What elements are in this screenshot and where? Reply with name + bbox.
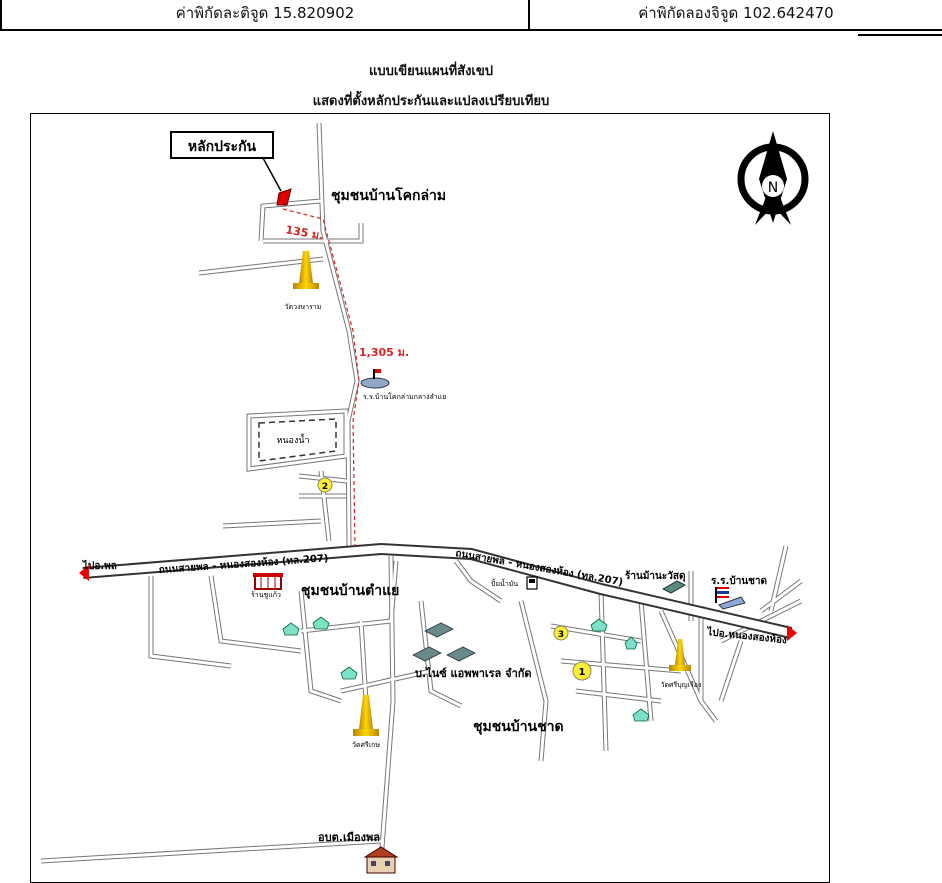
minor-roads-inner [40, 122, 802, 863]
government-building-icon [363, 846, 399, 874]
school-icon [360, 369, 390, 389]
highway-207 [82, 542, 793, 639]
svg-text:3: 3 [558, 630, 564, 640]
map-subtitle: แสดงที่ตั้งหลักประกันและแปลงเปรียบเทียบ [312, 94, 550, 109]
temple-sri-bunrueang-label: วัดศรีบุญเรือง [661, 681, 702, 689]
distance-route [282, 208, 360, 547]
collateral-label: หลักประกัน [188, 139, 257, 155]
community-chat-label: ชุมชนบ้านชาด [473, 719, 564, 735]
table-extension-line [858, 34, 942, 36]
map-frame: หลักประกัน N 135 ม. 1,305 ม. ชุมชนบ้านโค… [30, 113, 830, 883]
table-border-left [0, 0, 2, 31]
table-divider [528, 0, 530, 31]
gas-station-label: ปั้มน้ำมัน [491, 577, 518, 588]
shop-icon [253, 573, 283, 590]
marker-3: 3 [553, 625, 569, 641]
temple-sri-kasem-label: วัดศรีเกษ [352, 741, 380, 749]
collateral-pointer [262, 157, 282, 192]
marker-1: 1 [572, 661, 592, 681]
school-flag-icon [715, 587, 746, 610]
marker-2: 2 [317, 477, 333, 493]
collateral-parcel-icon [276, 188, 292, 206]
svg-text:1: 1 [579, 667, 586, 678]
sao-label: อบต.เมืองพล [318, 831, 380, 844]
north-letter: N [768, 180, 778, 196]
north-arrow-icon: N [737, 131, 809, 225]
longitude-cell: ค่าพิกัดลองจิจูด 102.642470 [638, 4, 834, 22]
arrow-left-icon [79, 565, 89, 581]
coordinate-table: ค่าพิกัดละติจูด 15.820902 ค่าพิกัดลองจิจ… [0, 0, 942, 31]
latitude-cell: ค่าพิกัดละติจูด 15.820902 [175, 4, 355, 22]
map-title: แบบเขียนแผนที่สังเขป [368, 64, 494, 79]
road-label-right: ถนนสายพล - หนองสองห้อง (ทล.207) [454, 547, 623, 588]
temple-icon [669, 639, 691, 671]
arrow-right-icon [787, 625, 797, 641]
factory-icon [412, 622, 476, 662]
company-label: บ.ไนซ์ แอพพาเรล จำกัด [415, 666, 532, 680]
distance-1305-label: 1,305 ม. [359, 346, 409, 359]
school-khok-lam-label: ร.ร.บ้านโคกล่ามกลางลำแย [363, 392, 446, 401]
temple-icon [293, 251, 319, 289]
pond-label: หนองน้ำ [276, 433, 309, 446]
collateral-label-box [170, 131, 274, 159]
school-chat-label: ร.ร.บ้านชาด [711, 575, 767, 587]
gas-pump-icon [526, 576, 538, 590]
temple-icon [353, 695, 379, 736]
house-icon [282, 616, 650, 722]
svg-text:2: 2 [322, 482, 328, 492]
warehouse-icon [661, 580, 687, 594]
sketch-map: หลักประกัน N 135 ม. 1,305 ม. ชุมชนบ้านโค… [40, 122, 809, 874]
minor-roads [40, 122, 803, 864]
gold-shop-label: ร้านชูแก้ว [251, 591, 281, 599]
to-phon-label: ไปอ.พล [82, 559, 117, 572]
temple-wongnaram-label: วัดวงษาราม [285, 303, 322, 311]
community-khok-lam-label: ชุมชนบ้านโคกล่าม [331, 186, 446, 204]
community-tamyae-label: ชุมชนบ้านตำแย [301, 583, 399, 599]
pond-outline [258, 418, 337, 462]
hardware-store-label: ร้านม้านะวัสดุ [625, 570, 685, 582]
